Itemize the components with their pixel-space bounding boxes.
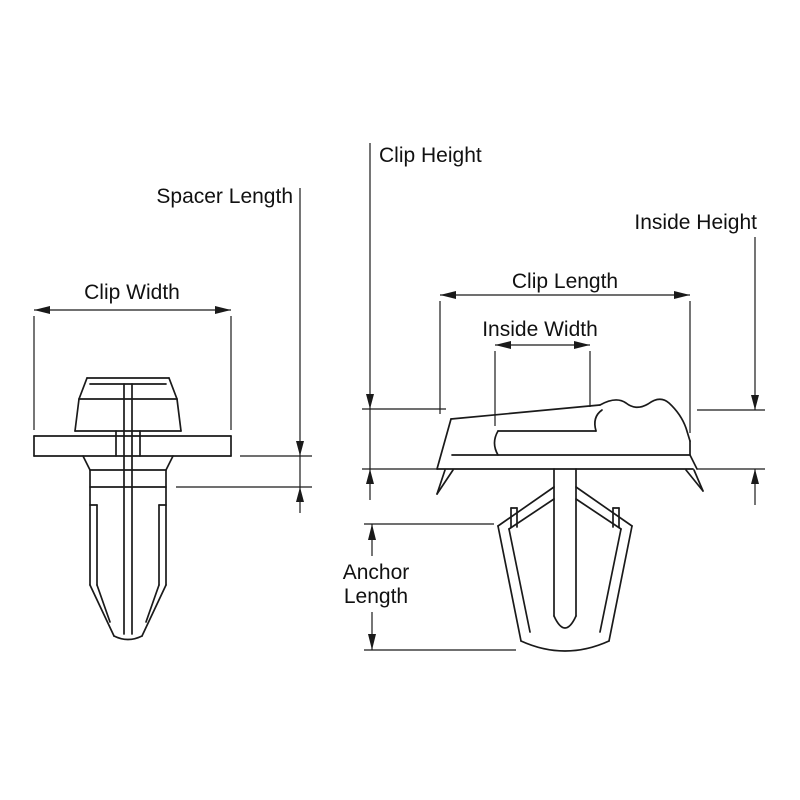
arrow-clip-height-top bbox=[366, 394, 374, 409]
front-view-outline bbox=[33, 377, 232, 641]
arrow-anchor-top bbox=[368, 524, 376, 540]
label-spacer-length: Spacer Length bbox=[156, 185, 293, 208]
arrow-clip-width-right bbox=[215, 306, 231, 314]
label-clip-length: Clip Length bbox=[512, 270, 618, 293]
arrow-anchor-bottom bbox=[368, 634, 376, 650]
arrow-clip-length-left bbox=[440, 291, 456, 299]
label-anchor-length-line2: Length bbox=[344, 585, 408, 608]
arrow-clip-width-left bbox=[34, 306, 50, 314]
arrow-spacer-top bbox=[296, 441, 304, 456]
arrow-inside-width-left bbox=[495, 341, 511, 349]
arrow-clip-height-bottom bbox=[366, 469, 374, 484]
label-clip-height: Clip Height bbox=[379, 144, 482, 167]
label-clip-width: Clip Width bbox=[84, 281, 180, 304]
arrow-inside-height-bottom bbox=[751, 469, 759, 484]
label-inside-height: Inside Height bbox=[634, 211, 757, 234]
side-view-outline bbox=[436, 398, 704, 652]
arrow-spacer-bottom bbox=[296, 487, 304, 502]
dimension-lines bbox=[33, 143, 765, 651]
dimension-labels: Clip Width Spacer Length Clip Height Ins… bbox=[84, 144, 757, 608]
arrow-inside-height-top bbox=[751, 395, 759, 410]
arrow-inside-width-right bbox=[574, 341, 590, 349]
dimension-arrowheads bbox=[34, 291, 759, 650]
label-inside-width: Inside Width bbox=[482, 318, 598, 341]
arrow-clip-length-right bbox=[674, 291, 690, 299]
label-anchor-length-line1: Anchor bbox=[343, 561, 410, 584]
